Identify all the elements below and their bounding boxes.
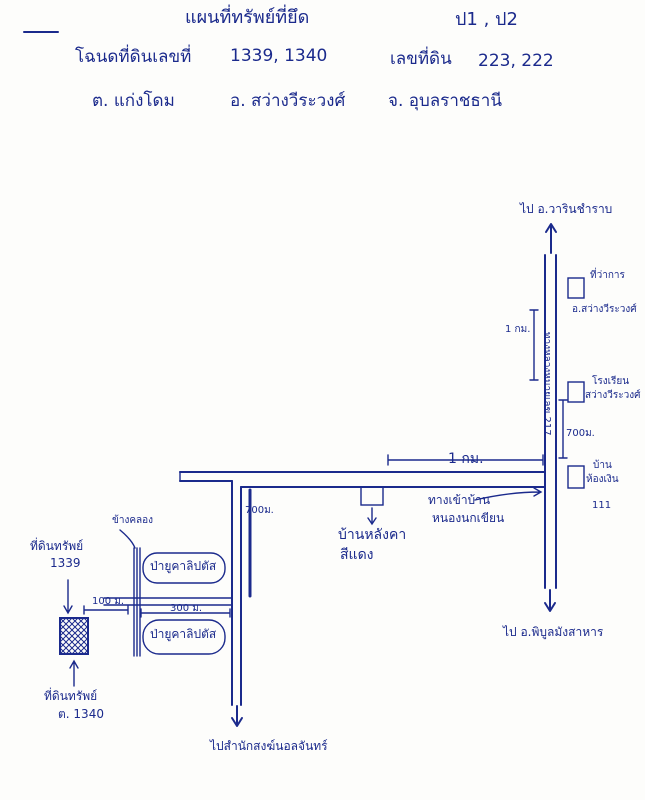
south-arrow bbox=[544, 589, 556, 612]
changwat: จ. อุบลราชธานี bbox=[388, 91, 502, 111]
canal bbox=[133, 547, 141, 657]
house-building bbox=[360, 486, 384, 506]
highway-label: ทางหลวงหมายเลข 217 bbox=[541, 332, 552, 436]
orchard-2-label: ป่ายูคาลิปตัส bbox=[150, 627, 217, 641]
dist-300m: 300 ม. bbox=[170, 603, 203, 614]
school-building bbox=[567, 381, 585, 403]
district-office-label-1: ที่ว่าการ bbox=[590, 270, 625, 281]
district-office-label-2: อ.สว่างวีระวงศ์ bbox=[572, 304, 637, 315]
district-office-building bbox=[567, 277, 585, 299]
property-1339-label-2: 1339 bbox=[50, 556, 81, 570]
village-building bbox=[567, 465, 585, 489]
dist-700m-right: 700ม. bbox=[566, 428, 595, 439]
north-arrow bbox=[545, 223, 557, 254]
small-road bbox=[103, 597, 233, 606]
deed-numbers: 1339, 1340 bbox=[230, 46, 328, 66]
house-label-1: บ้านหลังคา bbox=[338, 527, 407, 543]
map-title: แผนที่ทรัพย์ที่ยึด bbox=[185, 7, 310, 28]
dist-700m-road: 700ม. bbox=[245, 505, 274, 516]
to-south-west-label: ไปสำนักสงฆ์นอลจันทร์ bbox=[210, 739, 328, 753]
village-label-2: ห้องเงิน bbox=[586, 474, 619, 485]
house-label-2: สีแดง bbox=[340, 547, 374, 563]
amphoe: อ. สว่างวีระวงศ์ bbox=[230, 91, 346, 111]
tambon: ต. แก่งโดม bbox=[92, 91, 175, 111]
property-parcel bbox=[59, 617, 89, 655]
orchard-2-outline bbox=[142, 619, 226, 655]
to-south-east-label: ไป อ.พิบูลมังสาหาร bbox=[503, 625, 604, 639]
sheet-number: ป1 , ป2 bbox=[455, 9, 518, 30]
village-label-3: 111 bbox=[592, 500, 612, 511]
land-no-label: เลขที่ดิน bbox=[390, 49, 452, 69]
south-road-arrow bbox=[231, 705, 243, 727]
orchard-1-label: ป่ายูคาลิปตัส bbox=[150, 559, 217, 573]
canal-label: ข้างคลอง bbox=[112, 515, 154, 526]
dist-100m: 100 ม. bbox=[92, 596, 125, 607]
village-entrance-1: ทางเข้าบ้าน bbox=[428, 493, 491, 507]
dist-1km-left: 1 กม. bbox=[505, 324, 531, 335]
deed-label: โฉนดที่ดินเลขที่ bbox=[75, 47, 192, 67]
dim-700m-vert bbox=[558, 399, 568, 459]
orchard-1-outline bbox=[142, 552, 226, 584]
dist-1km-main: 1 กม. bbox=[448, 451, 484, 467]
property-1340-label-2: ต. 1340 bbox=[58, 707, 104, 721]
school-label-2: สว่างวีระวงศ์ bbox=[585, 390, 641, 401]
land-numbers: 223, 222 bbox=[478, 51, 554, 71]
property-1339-label-1: ที่ดินทรัพย์ bbox=[30, 539, 84, 553]
property-1340-label-1: ที่ดินทรัพย์ bbox=[44, 689, 98, 703]
village-entrance-2: หนองนกเขียน bbox=[432, 511, 505, 525]
village-label-1: บ้าน bbox=[593, 460, 612, 471]
school-label-1: โรงเรียน bbox=[592, 376, 630, 387]
dim-1km-vert bbox=[529, 309, 539, 381]
dim-1km bbox=[387, 454, 544, 466]
to-north-label: ไป อ.วารินชำราบ bbox=[520, 202, 613, 216]
